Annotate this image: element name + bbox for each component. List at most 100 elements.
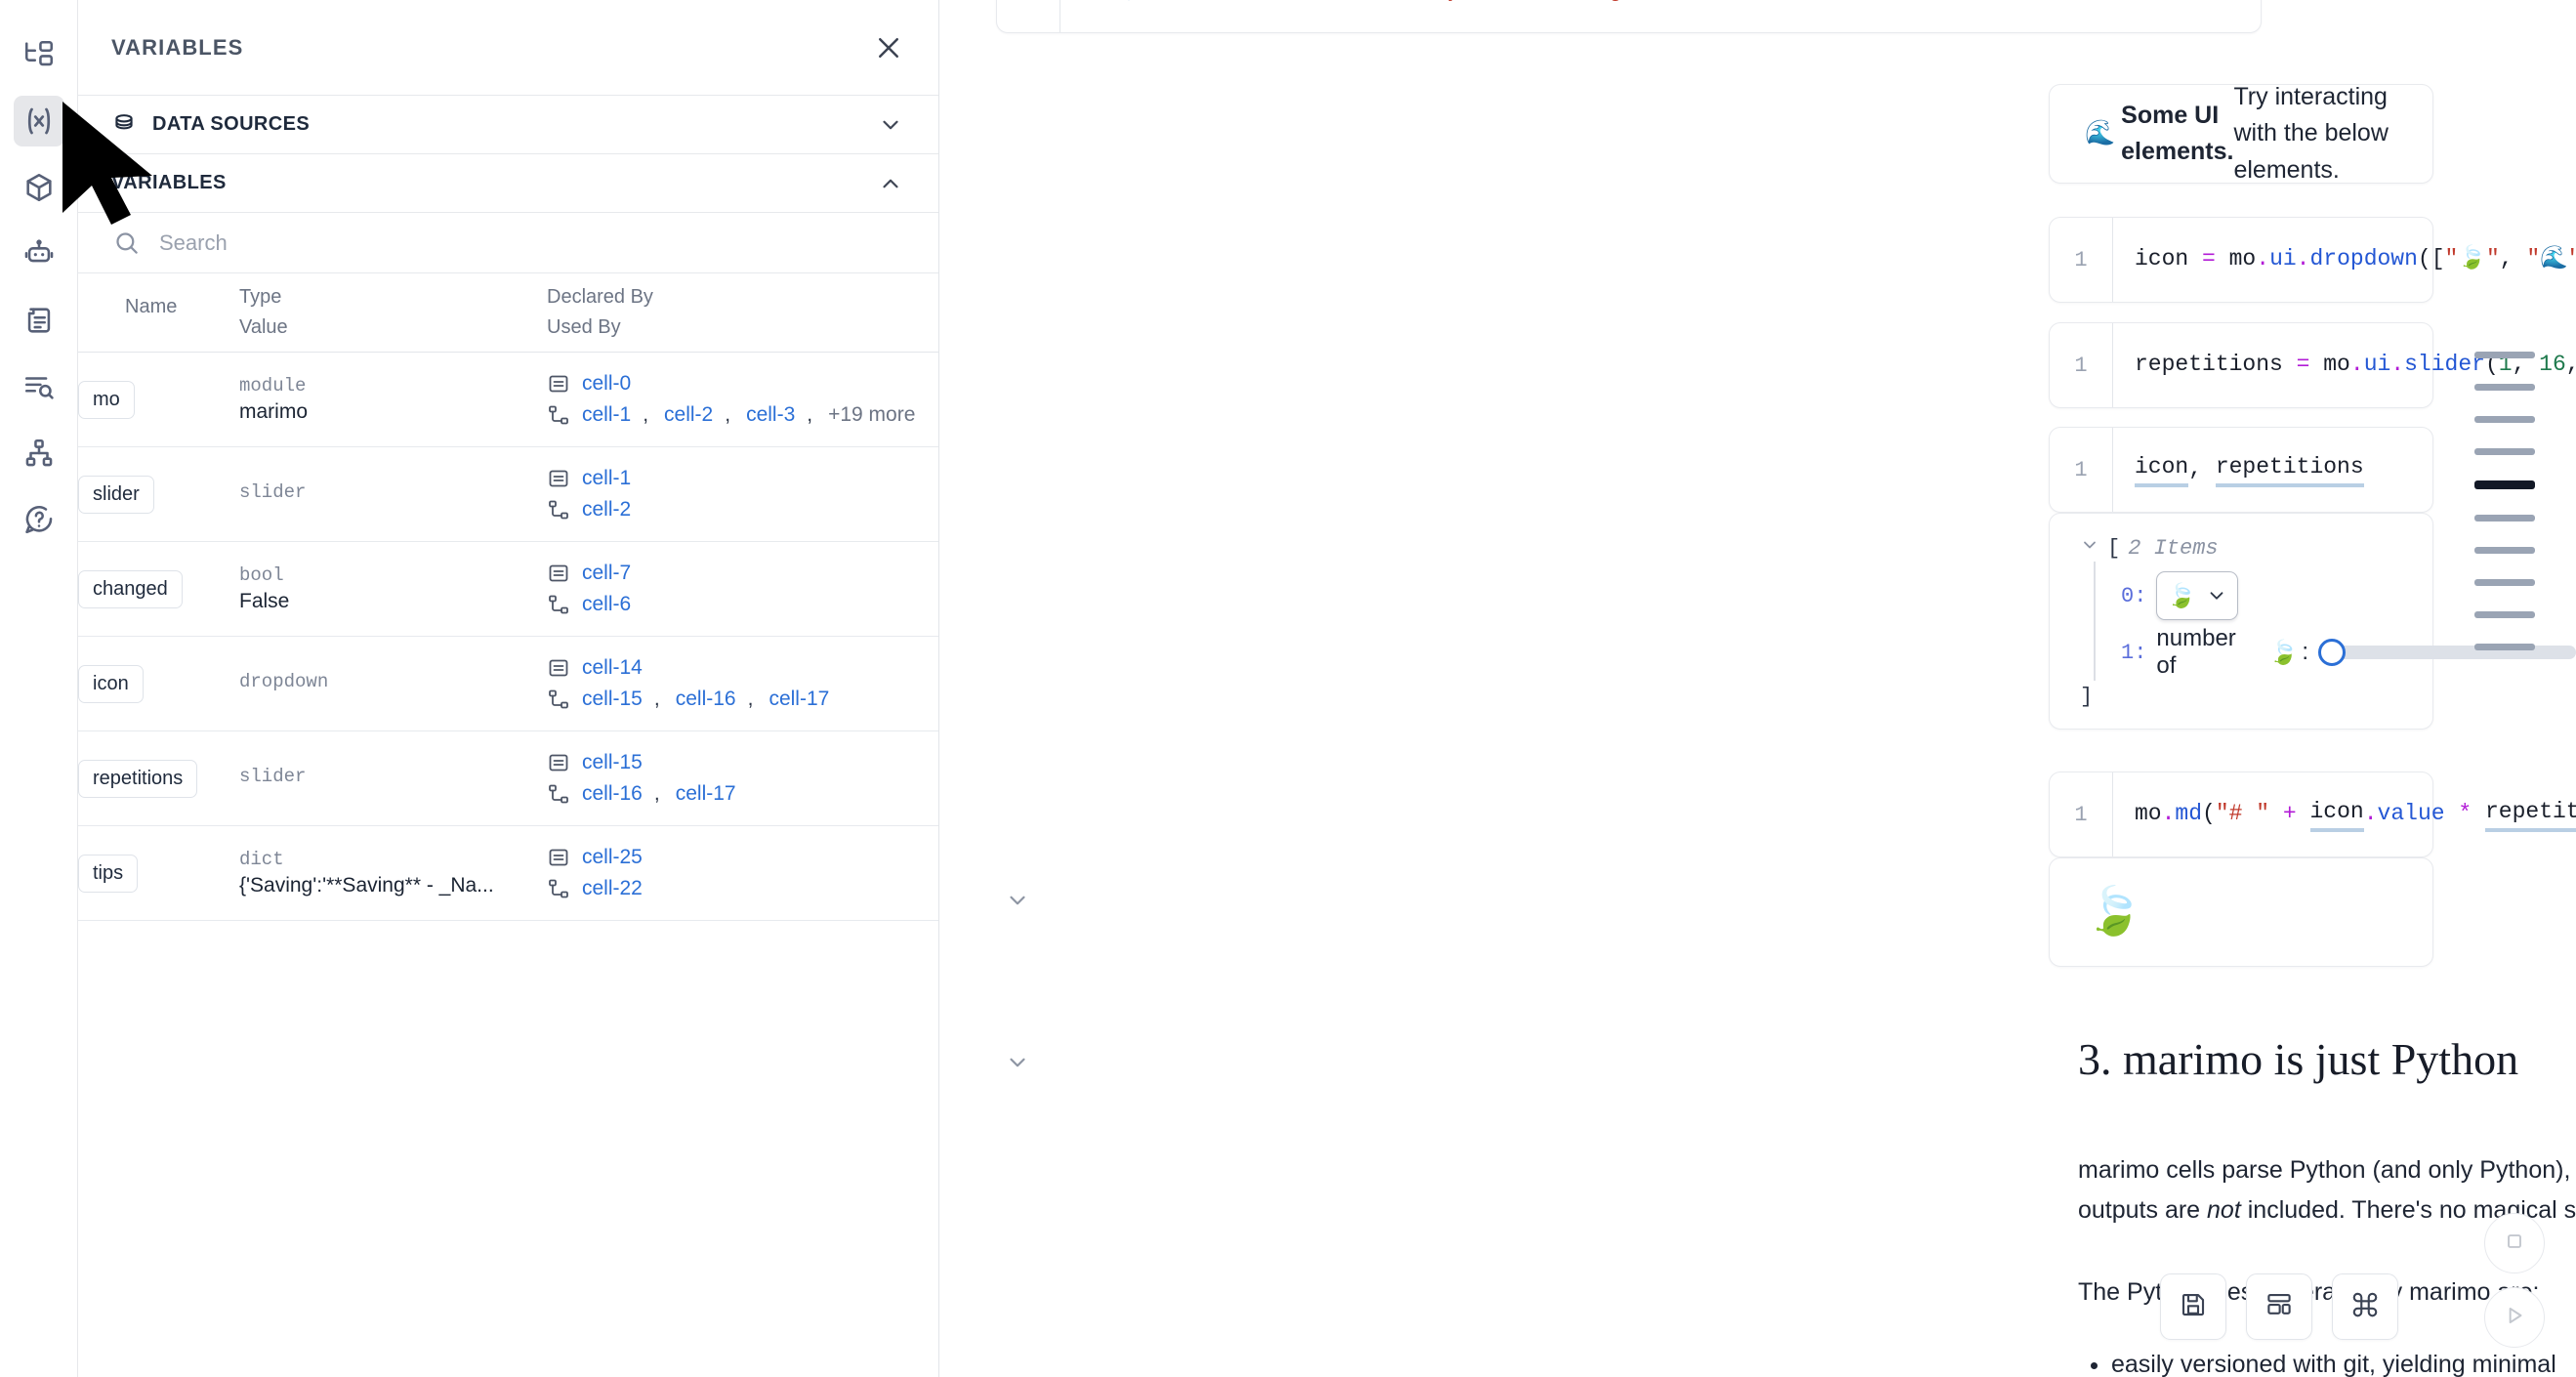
minimap-mark[interactable]	[2474, 448, 2535, 455]
slider-label-colon: :	[2302, 639, 2308, 665]
code-content[interactable]: icon, repetitions	[2112, 428, 2364, 512]
sidebar-item-help[interactable]	[14, 494, 64, 545]
declared-by-line: cell-7	[547, 562, 938, 585]
table-row[interactable]: changed bool False	[78, 541, 938, 637]
minimap-mark-active[interactable]	[2474, 480, 2535, 489]
code-cell-repetitions-slider[interactable]: 1 repetitions = mo.ui.slider(1, 16, labe…	[2049, 322, 2576, 408]
code-cell-mo-md[interactable]: 1 mo.md("# " + icon.value * repetitions.…	[2049, 772, 2576, 857]
sidebar-item-file-explorer[interactable]	[14, 29, 64, 80]
usage-icon	[547, 403, 570, 427]
minimap-mark[interactable]	[2474, 515, 2535, 522]
minimap-mark[interactable]	[2474, 384, 2535, 391]
used-by-link[interactable]: cell-22	[582, 877, 643, 899]
run-controls	[2484, 1213, 2545, 1348]
sidebar-item-outline[interactable]	[14, 361, 64, 412]
used-by-link[interactable]: cell-3	[746, 403, 796, 426]
notebook-area: 1 ""🌊 Some UI elements.** Try interactin…	[939, 0, 2576, 1377]
slider-thumb[interactable]	[2318, 639, 2346, 666]
search-input[interactable]	[157, 229, 903, 257]
line-number: 1	[2074, 802, 2088, 827]
table-row[interactable]: tips dict {'Saving':'**Saving** - _Na...	[78, 825, 938, 921]
sidebar-item-variables[interactable]	[13, 96, 64, 146]
collapse-section-button[interactable]	[998, 1043, 1037, 1082]
layout-button[interactable]	[2246, 1273, 2312, 1340]
interrupt-button[interactable]	[2484, 1213, 2545, 1273]
table-row[interactable]: icon dropdown	[78, 636, 938, 731]
collapse-md-cell-button[interactable]	[998, 881, 1037, 920]
code-cell-markdown-top[interactable]: 1 ""🌊 Some UI elements.** Try interactin…	[996, 0, 2262, 33]
dropdown-selected-value: 🍃	[2167, 582, 2197, 609]
variable-name-badge[interactable]: slider	[78, 475, 154, 514]
used-by-link[interactable]: cell-16	[582, 782, 643, 805]
used-by-link[interactable]: cell-6	[582, 593, 632, 615]
used-by-link[interactable]: cell-16	[675, 688, 736, 710]
bottom-action-bar	[2160, 1273, 2398, 1340]
variable-type: dropdown	[239, 671, 329, 692]
variable-name-badge[interactable]: tips	[78, 854, 139, 893]
code-content[interactable]: repetitions = mo.ui.slider(1, 16, label=…	[2112, 323, 2576, 407]
variable-name-badge[interactable]: mo	[78, 380, 135, 419]
declared-by-link[interactable]: cell-25	[582, 846, 643, 868]
col-header-declared-by: Declared By	[547, 286, 653, 308]
row-refs-cell: cell-7 cell-6	[547, 541, 938, 637]
section-data-sources[interactable]: DATA SOURCES	[78, 96, 938, 154]
declared-by-link[interactable]: cell-1	[582, 467, 632, 489]
used-by-link[interactable]: cell-15	[582, 688, 643, 710]
variables-icon	[21, 104, 57, 139]
table-row[interactable]: repetitions slider	[78, 730, 938, 826]
used-by-link[interactable]: cell-2	[582, 498, 632, 521]
code-content[interactable]: mo.md("# " + icon.value * repetitions.va…	[2112, 772, 2576, 856]
tuple-header[interactable]: [ 2 Items	[2080, 535, 2576, 562]
used-by-link[interactable]: cell-1	[582, 403, 632, 426]
used-by-link[interactable]: cell-17	[675, 782, 736, 805]
declared-by-link[interactable]: cell-15	[582, 751, 643, 773]
code-content[interactable]: icon = mo.ui.dropdown(["🍃", "🌊", "✨"], v…	[2112, 218, 2576, 302]
code-cell-icon-dropdown[interactable]: 1 icon = mo.ui.dropdown(["🍃", "🌊", "✨"],…	[2049, 217, 2576, 303]
sidebar-item-packages[interactable]	[14, 162, 64, 213]
table-row[interactable]: slider slider	[78, 446, 938, 542]
minimap-mark[interactable]	[2474, 579, 2535, 586]
close-panel-button[interactable]	[874, 33, 903, 63]
chevron-down-icon	[878, 112, 903, 138]
md-render-output-card: 🍃	[2049, 857, 2433, 967]
minimap-mark[interactable]	[2474, 416, 2535, 423]
list-item: easily versioned with git, yielding mini…	[2111, 1351, 2576, 1377]
used-by-link[interactable]: cell-2	[664, 403, 714, 426]
row-name-cell: slider	[78, 446, 239, 542]
table-row[interactable]: mo module marimo	[78, 352, 938, 447]
run-all-button[interactable]	[2484, 1287, 2545, 1348]
md-render-output-text: 🍃	[2050, 858, 2432, 966]
minimap-mark[interactable]	[2474, 547, 2535, 554]
section-variables[interactable]: VARIABLES	[78, 154, 938, 213]
sidebar-item-chat-bot[interactable]	[14, 229, 64, 279]
table-header-row: Name Type Value Declared By Used By	[78, 273, 938, 353]
minimap[interactable]	[2474, 352, 2545, 676]
declared-by-link[interactable]: cell-0	[582, 372, 632, 395]
variable-name-badge[interactable]: icon	[78, 664, 144, 703]
used-by-link[interactable]: cell-17	[769, 688, 830, 710]
minimap-mark[interactable]	[2474, 352, 2535, 358]
line-number: 1	[2074, 457, 2088, 482]
variables-table: Name Type Value Declared By Used By	[78, 273, 938, 921]
declared-by-link[interactable]: cell-7	[582, 562, 632, 584]
minimap-mark[interactable]	[2474, 644, 2535, 650]
collapse-chevron-icon[interactable]	[2080, 535, 2099, 562]
tuple-output-card	[2049, 513, 2433, 730]
code-cell-icon-repetitions[interactable]: 1 icon, repetitions	[2049, 427, 2433, 513]
leaf-emoji-icon: 🍃	[2268, 639, 2299, 666]
sidebar-item-dependency-graph[interactable]	[14, 428, 64, 479]
row-type-value-cell: slider	[239, 730, 547, 826]
layout-icon	[2264, 1290, 2294, 1324]
col-header-declared-used: Declared By Used By	[547, 273, 938, 353]
code-content[interactable]: ""🌊 Some UI elements.** Try interacting …	[1059, 0, 1959, 32]
variable-name-badge[interactable]: repetitions	[78, 759, 198, 798]
save-button[interactable]	[2160, 1273, 2226, 1340]
variable-name-badge[interactable]: changed	[78, 569, 183, 608]
declared-by-link[interactable]: cell-14	[582, 656, 643, 679]
minimap-mark[interactable]	[2474, 611, 2535, 618]
command-palette-button[interactable]	[2332, 1273, 2398, 1340]
used-by-more[interactable]: +19 more	[828, 403, 916, 426]
icon-dropdown-select[interactable]: 🍃	[2156, 571, 2239, 620]
sidebar-item-logs[interactable]	[14, 295, 64, 346]
tuple-open-bracket: [	[2107, 536, 2121, 561]
